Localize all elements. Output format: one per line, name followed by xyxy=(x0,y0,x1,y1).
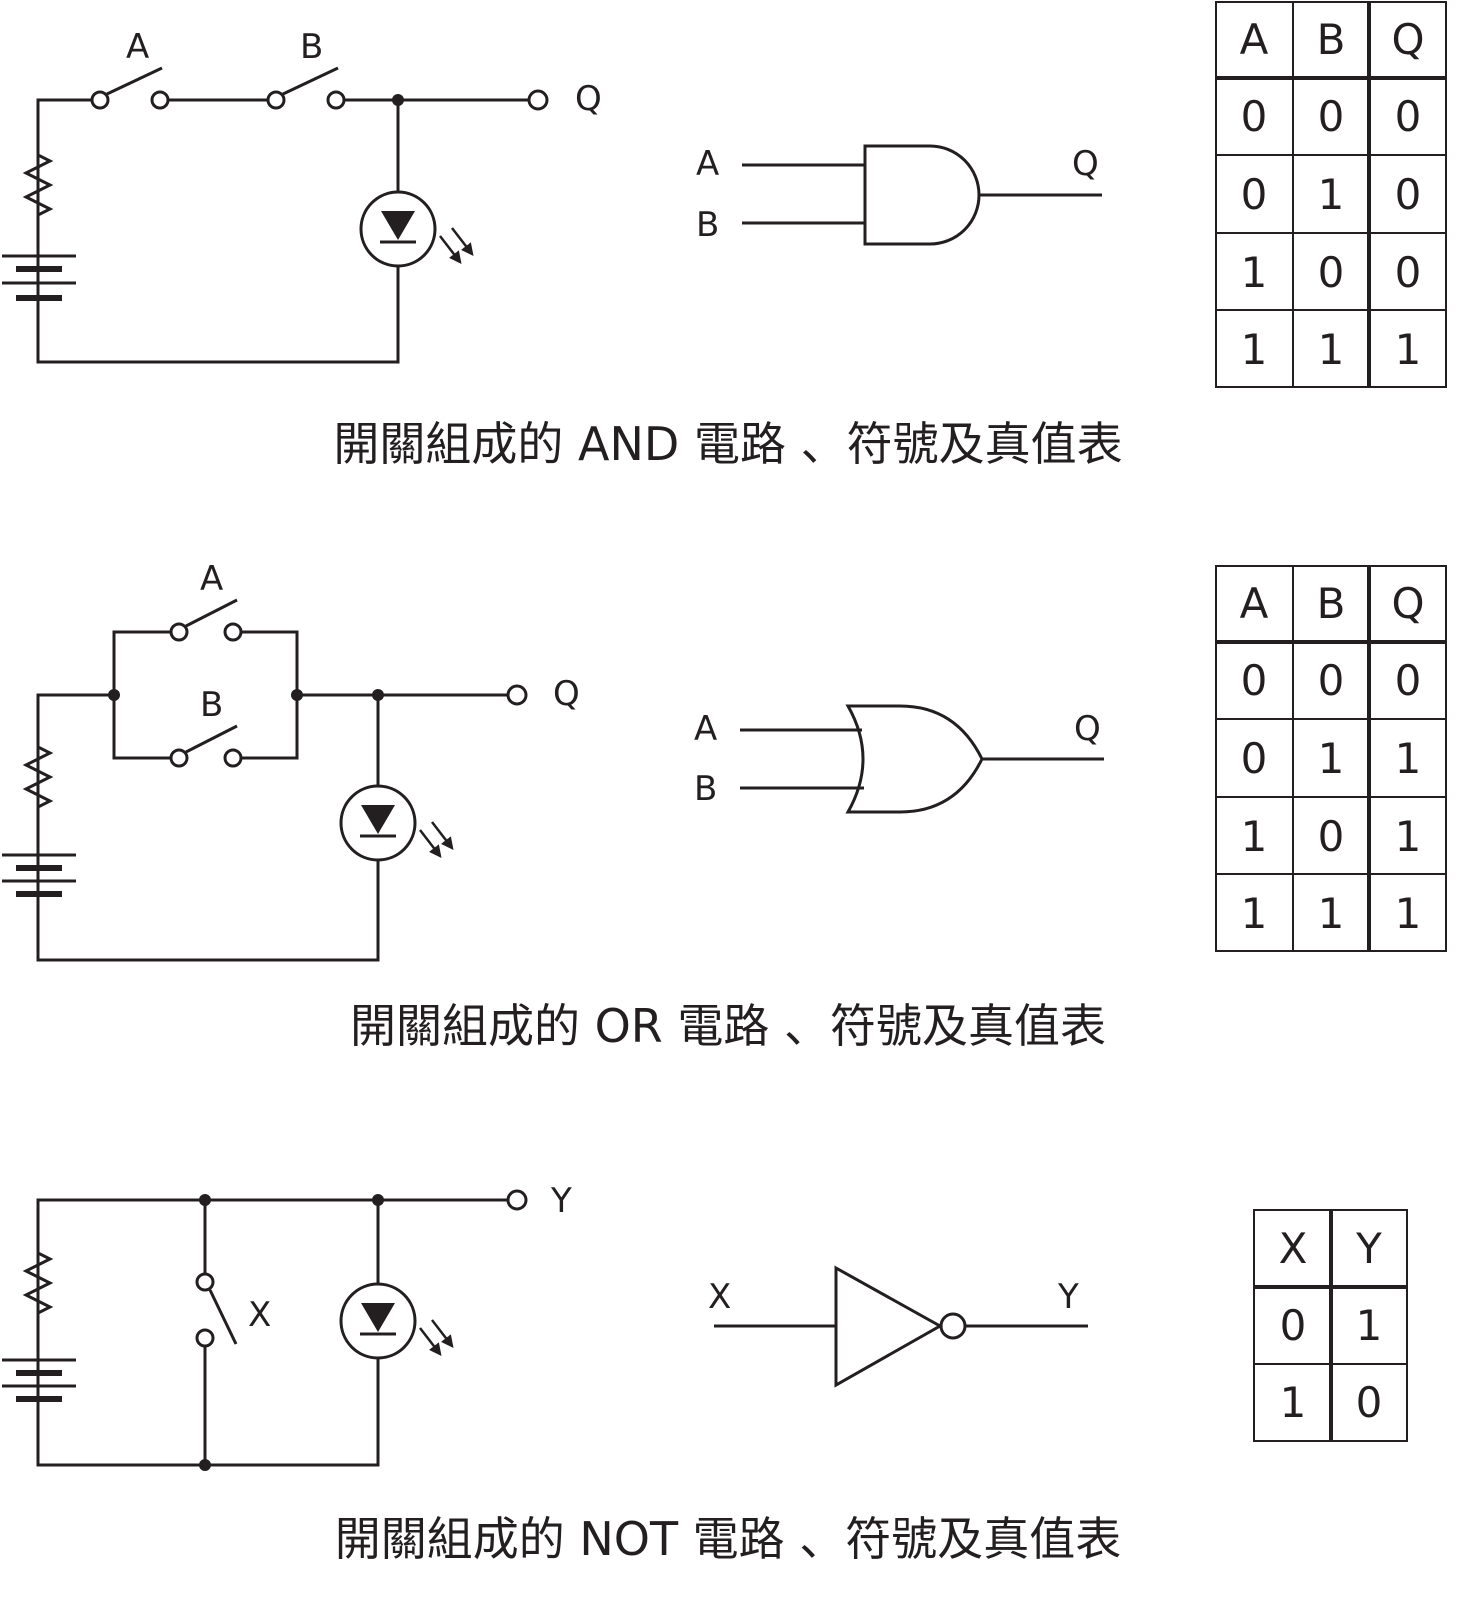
table-cell: 1 xyxy=(1395,734,1422,783)
table-cell: 0 xyxy=(1395,170,1422,219)
or-caption: 開關組成的 OR 電路 、符號及真值表 xyxy=(350,999,1106,1053)
resistor-icon xyxy=(22,742,54,815)
and-gate-icon xyxy=(863,144,981,246)
table-cell: 1 xyxy=(1318,170,1345,219)
switch-x-icon xyxy=(195,1272,238,1348)
and-gate-output: Q xyxy=(1072,144,1099,184)
table-cell: 1 xyxy=(1318,889,1345,938)
table-cell: 0 xyxy=(1241,734,1268,783)
and-gate-input-b: B xyxy=(696,205,719,245)
table-cell: 0 xyxy=(1318,812,1345,861)
table-cell: 0 xyxy=(1395,92,1422,141)
table-header: A xyxy=(1240,15,1269,64)
table-cell: 0 xyxy=(1318,248,1345,297)
or-gate-symbol: A B Q xyxy=(694,704,1104,814)
and-truth-table: A B Q 0 0 0 0 1 0 1 0 0 1 1 1 xyxy=(1215,1,1447,388)
resistor-icon xyxy=(22,150,54,222)
table-header: Y xyxy=(1355,1224,1382,1273)
or-gate-input-b: B xyxy=(694,769,717,809)
resistor-icon xyxy=(22,1248,54,1320)
led-icon xyxy=(359,190,474,268)
table-cell: 0 xyxy=(1318,656,1345,705)
and-gate-input-a: A xyxy=(696,144,719,184)
output-terminal xyxy=(527,89,549,111)
table-cell: 0 xyxy=(1356,1378,1383,1427)
table-cell: 0 xyxy=(1395,656,1422,705)
table-cell: 0 xyxy=(1241,656,1268,705)
table-cell: 1 xyxy=(1318,325,1345,374)
or-circuit: A B Q xyxy=(2,559,580,962)
output-q-label: Q xyxy=(553,674,580,714)
not-caption: 開關組成的 NOT 電路 、符號及真值表 xyxy=(335,1512,1122,1566)
table-cell: 0 xyxy=(1280,1301,1307,1350)
table-cell: 1 xyxy=(1395,812,1422,861)
battery-icon xyxy=(2,220,76,314)
table-cell: 0 xyxy=(1318,92,1345,141)
switch-a-label: A xyxy=(126,27,149,67)
and-caption: 開關組成的 AND 電路 、符號及真值表 xyxy=(333,417,1122,471)
table-header: Q xyxy=(1391,15,1424,64)
output-terminal xyxy=(506,1189,528,1211)
junction-dot xyxy=(392,94,404,106)
table-cell: 1 xyxy=(1356,1301,1383,1350)
output-q-label: Q xyxy=(575,79,602,119)
junction-dot xyxy=(199,1194,211,1206)
not-gate-output: Y xyxy=(1057,1277,1079,1317)
switch-a-icon xyxy=(90,66,170,110)
or-gate-icon xyxy=(845,704,984,814)
table-cell: 1 xyxy=(1318,734,1345,783)
table-header: Q xyxy=(1391,579,1424,628)
junction-dot xyxy=(372,1194,384,1206)
junction-dot xyxy=(372,689,384,701)
table-cell: 0 xyxy=(1241,170,1268,219)
switch-a-icon xyxy=(169,598,243,642)
not-circuit: X Y xyxy=(2,1181,572,1471)
table-cell: 1 xyxy=(1280,1378,1307,1427)
switch-b-icon xyxy=(266,66,346,110)
table-cell: 0 xyxy=(1395,248,1422,297)
switch-b-label: B xyxy=(200,685,223,725)
switch-x-label: X xyxy=(248,1295,271,1335)
junction-dot xyxy=(199,1459,211,1471)
or-gate-input-a: A xyxy=(694,709,717,749)
or-gate-output: Q xyxy=(1074,709,1101,749)
switch-b-label: B xyxy=(300,27,323,67)
not-truth-table: X Y 0 1 1 0 xyxy=(1253,1209,1408,1442)
led-icon xyxy=(339,1282,454,1360)
table-cell: 1 xyxy=(1241,889,1268,938)
output-terminal xyxy=(506,684,528,706)
table-header: A xyxy=(1240,579,1269,628)
table-cell: 1 xyxy=(1241,248,1268,297)
table-header: B xyxy=(1317,579,1346,628)
table-cell: 1 xyxy=(1395,889,1422,938)
table-cell: 0 xyxy=(1241,92,1268,141)
switch-b-icon xyxy=(169,724,243,768)
battery-icon xyxy=(2,1318,76,1417)
table-header: X xyxy=(1279,1224,1308,1273)
not-gate-icon xyxy=(834,1265,944,1388)
switch-a-label: A xyxy=(200,559,223,599)
junction-dot xyxy=(108,689,120,701)
not-gate-symbol: X Y xyxy=(708,1265,1088,1388)
output-y-label: Y xyxy=(550,1181,572,1221)
led-icon xyxy=(339,784,454,862)
and-gate-symbol: A B Q xyxy=(696,144,1102,246)
battery-icon xyxy=(2,813,76,912)
table-cell: 1 xyxy=(1241,812,1268,861)
or-truth-table: A B Q 0 0 0 0 1 1 1 0 1 1 1 1 xyxy=(1215,565,1447,952)
inversion-bubble xyxy=(939,1312,967,1340)
table-cell: 1 xyxy=(1241,325,1268,374)
table-header: B xyxy=(1317,15,1346,64)
not-gate-input: X xyxy=(708,1277,731,1317)
junction-dot xyxy=(291,689,303,701)
table-cell: 1 xyxy=(1395,325,1422,374)
and-circuit: A B Q xyxy=(2,27,602,364)
